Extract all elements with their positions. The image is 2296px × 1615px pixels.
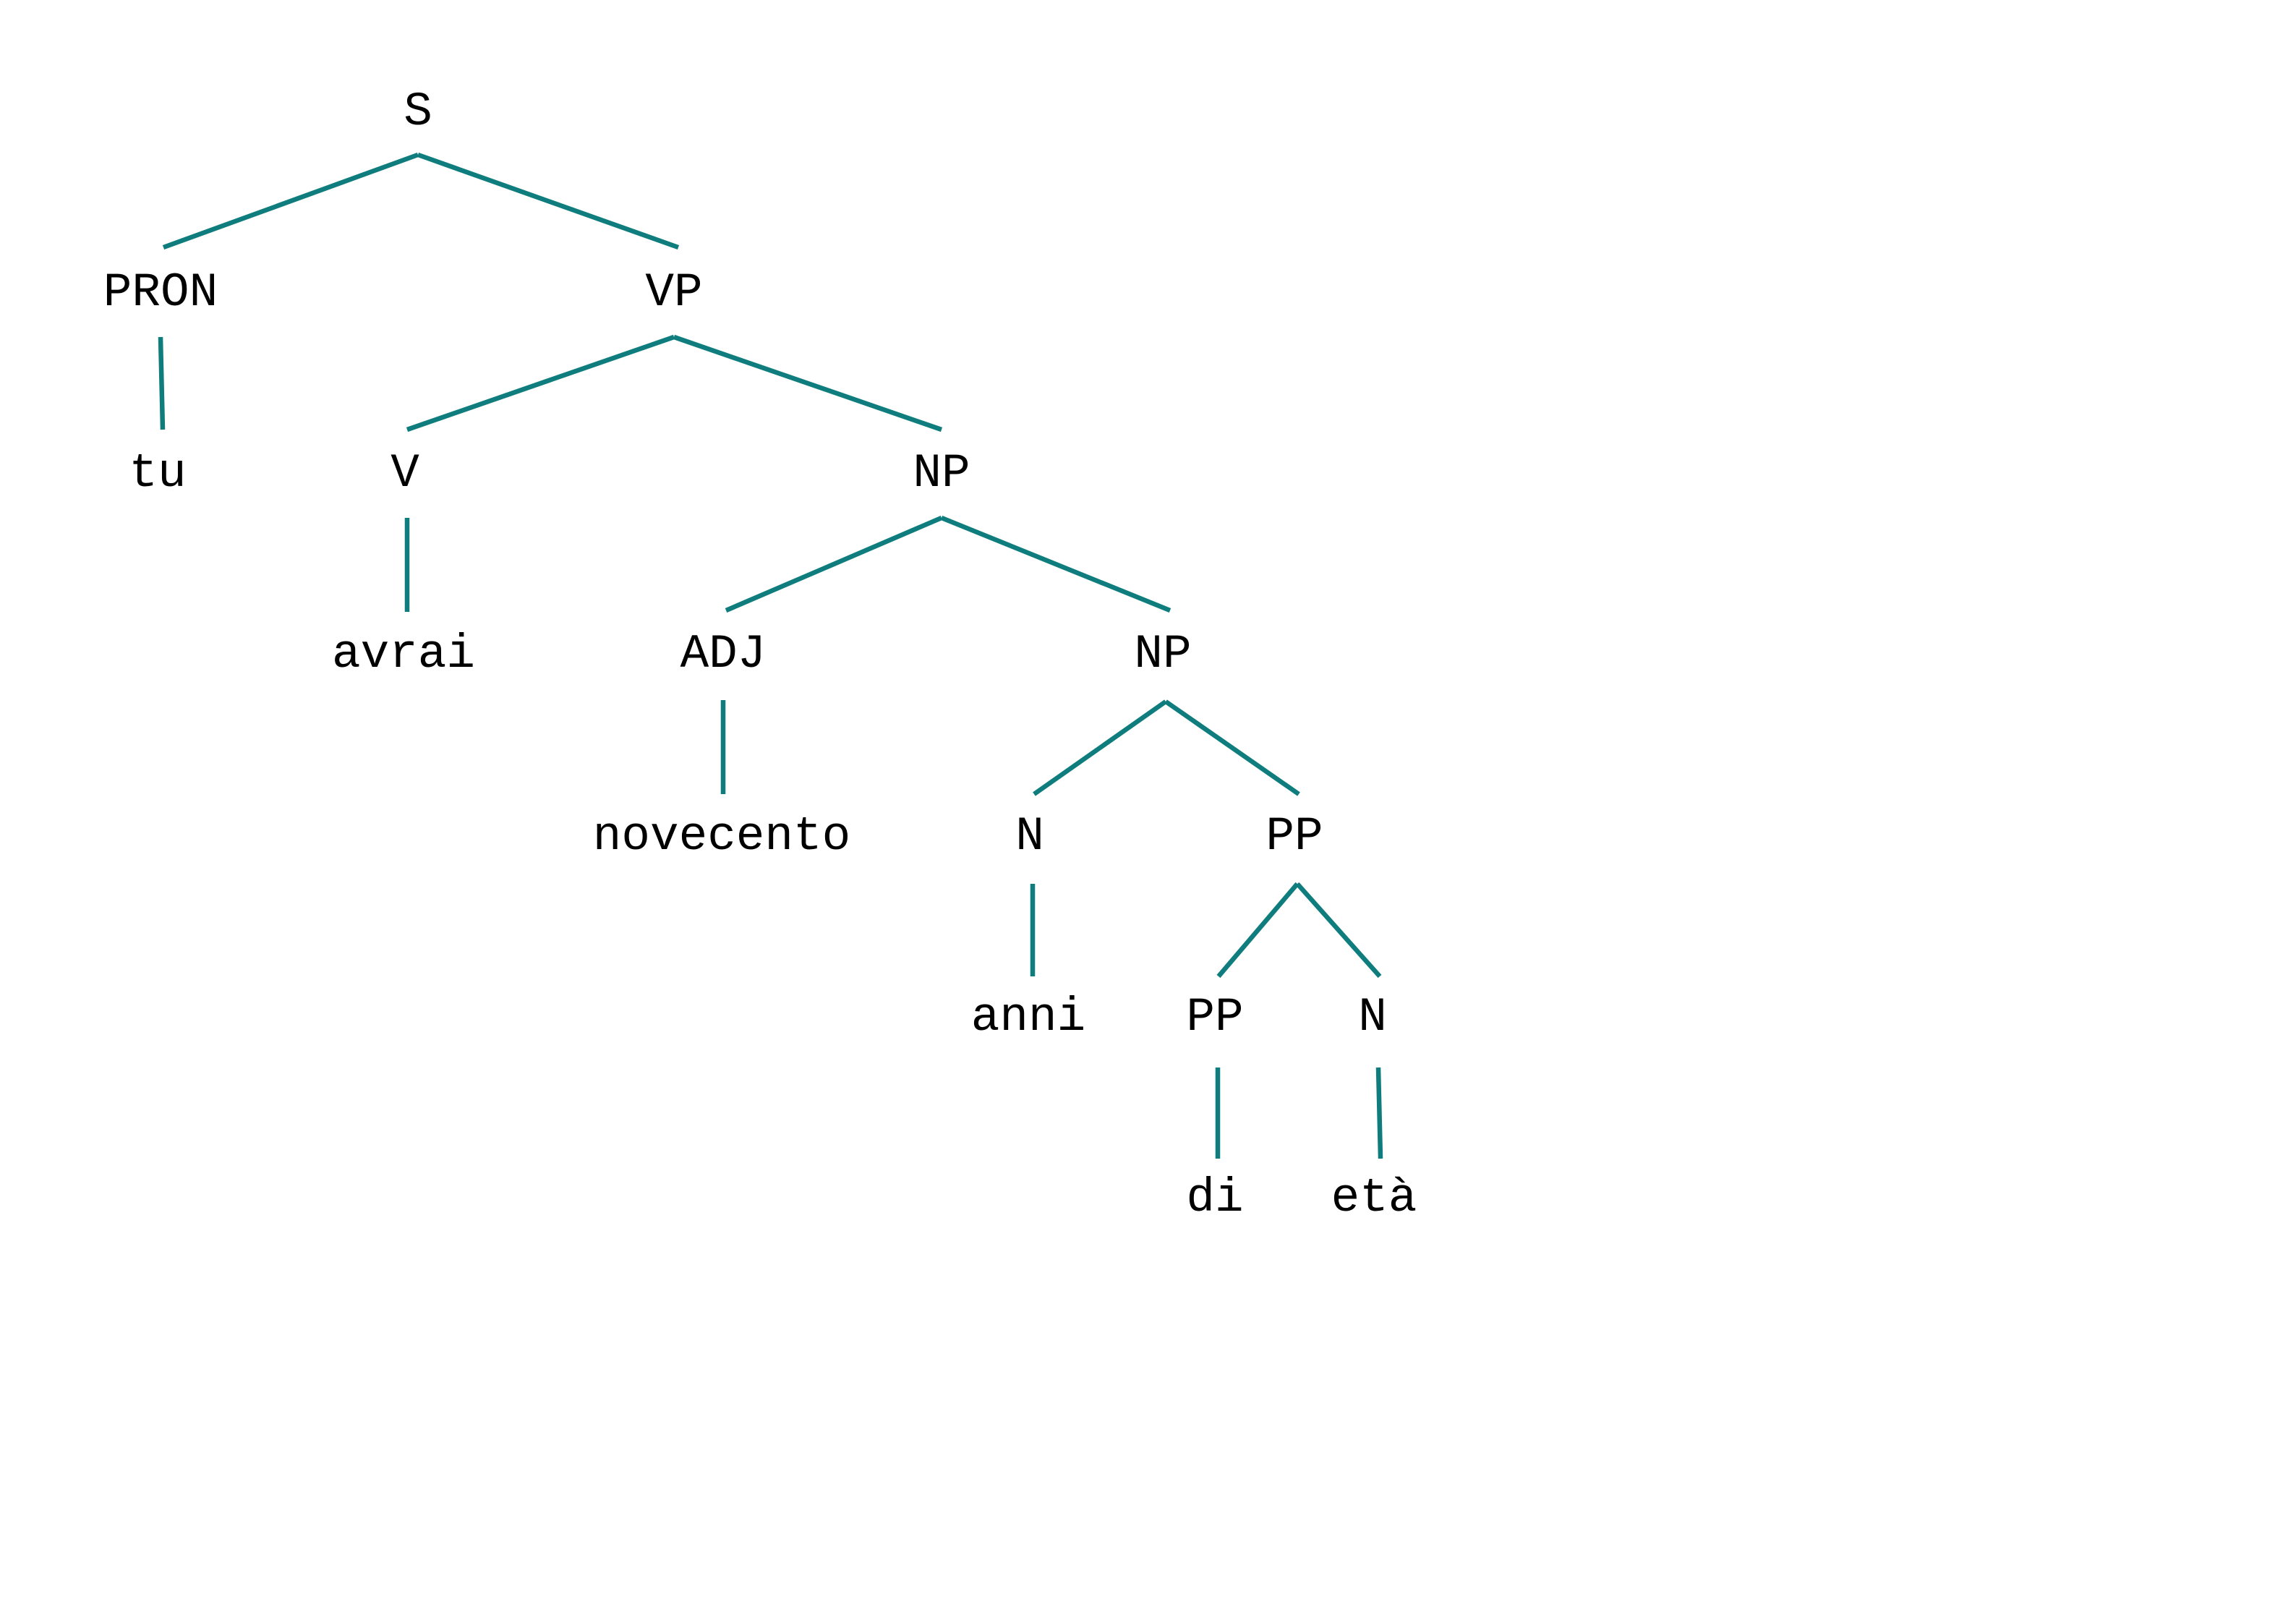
edge-n2-eta [1375,1067,1383,1159]
edge-pp1-pp2 [1216,882,1299,979]
node-vp: VP [645,265,702,320]
edge-np2-n1 [1033,699,1167,796]
edge-s-pron [162,152,419,250]
leaf-anni: anni [971,990,1085,1044]
node-np-inner: NP [1134,627,1191,681]
node-pp-modifier: PP [1266,809,1323,864]
node-pron: PRON [103,265,218,320]
tree-labels: S PRON VP tu V NP avrai ADJ NP novecento… [103,85,1417,1225]
edge-vp-np1 [673,334,943,432]
edge-np1-adj [725,516,943,613]
leaf-di: di [1186,1171,1243,1225]
edge-np2-pp1 [1164,699,1300,796]
leaf-eta: età [1331,1171,1417,1225]
node-np-object: NP [913,446,970,500]
edge-vp-v [406,334,675,432]
node-n-head: N [1015,809,1044,864]
leaf-novecento: novecento [593,809,850,864]
leaf-avrai: avrai [332,627,475,681]
edge-pp1-n2 [1295,882,1382,979]
node-adj: ADJ [680,627,767,681]
node-pp-preposition: PP [1186,990,1243,1044]
node-v: V [391,446,419,500]
tree-edges [158,152,1383,1159]
edge-pron-tu [158,336,166,430]
leaf-tu: tu [129,446,186,500]
edge-s-vp [417,152,680,250]
node-s: S [404,85,432,139]
edge-np1-np2 [940,515,1172,613]
node-n-complement: N [1358,990,1387,1044]
